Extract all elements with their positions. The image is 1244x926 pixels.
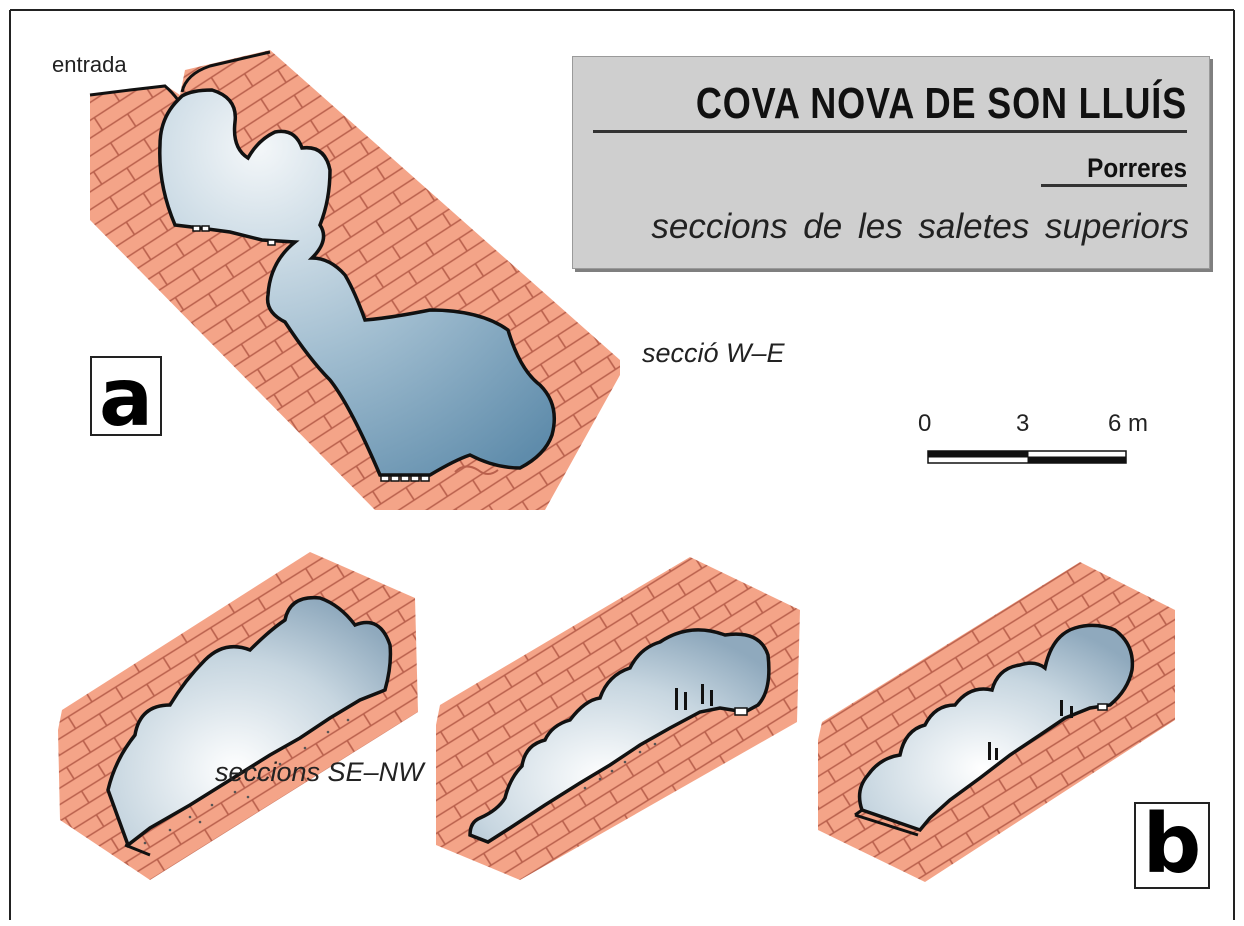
cave-cavity-b3 xyxy=(857,623,1135,833)
place-subtitle: Porreres xyxy=(1087,153,1187,183)
subtitle-underline xyxy=(1041,184,1187,187)
sections-se-nw-label: seccions SE–NW xyxy=(215,757,424,787)
title-box: COVA NOVA DE SON LLUÍS Porreres seccions… xyxy=(572,56,1210,269)
scale-tick-6m: 6 m xyxy=(1108,410,1149,437)
main-title: COVA NOVA DE SON LLUÍS xyxy=(695,79,1187,128)
scale-bar xyxy=(927,450,1127,464)
description-text: seccions de les saletes superiors xyxy=(651,207,1189,246)
scale-tick-0: 0 xyxy=(918,410,932,437)
cave-cavity-we xyxy=(158,88,556,477)
title-underline xyxy=(593,130,1187,133)
scale-tick-3: 3 xyxy=(1016,410,1030,437)
cave-cavity-b2 xyxy=(468,628,771,844)
panel-b-label: b xyxy=(1134,802,1210,889)
section-b3-block xyxy=(818,562,1175,882)
cave-cavity-b1 xyxy=(106,595,393,848)
entrance-label: entrada xyxy=(52,52,127,77)
section-b1-block xyxy=(58,552,418,880)
section-b2-block xyxy=(436,557,800,880)
surface-line-left xyxy=(89,84,180,101)
surface-line-right xyxy=(180,50,271,93)
section-we-label: secció W–E xyxy=(642,338,785,368)
section-a-block xyxy=(89,50,620,510)
panel-a-label: a xyxy=(90,356,162,438)
